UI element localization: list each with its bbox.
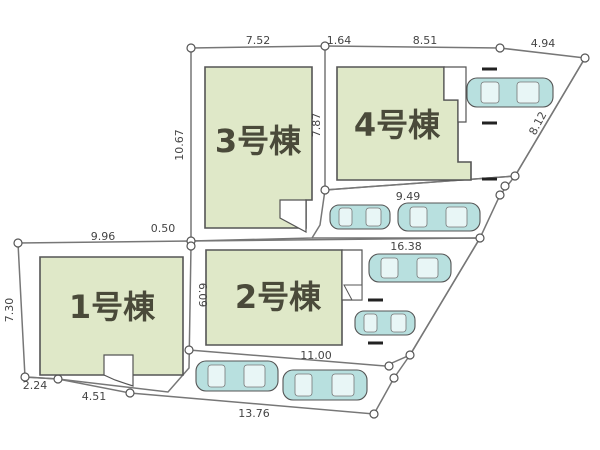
dimension-label: 7.52 xyxy=(246,34,271,47)
dimension-label: 1.64 xyxy=(327,34,352,47)
bottom-boundary xyxy=(24,354,411,415)
node xyxy=(320,185,330,195)
entrance-porch xyxy=(443,66,467,123)
dimension-label: 2.24 xyxy=(23,379,48,392)
node xyxy=(125,388,135,398)
dimension-label: 11.00 xyxy=(300,349,332,362)
node xyxy=(510,171,520,181)
building-4-label: 4号棟 xyxy=(354,106,441,144)
car xyxy=(195,360,279,392)
dimension-label: 4.51 xyxy=(82,390,107,403)
dimension-labels: 7.52 1.64 8.51 4.94 10.67 7.87 8.12 9.49… xyxy=(3,34,555,420)
node xyxy=(186,43,196,53)
dimension-label: 4.94 xyxy=(531,37,556,50)
building-1-label: 1号棟 xyxy=(69,288,156,326)
node xyxy=(500,181,510,191)
dimension-label: 9.96 xyxy=(91,230,116,243)
dimension-label: 9.49 xyxy=(396,190,421,203)
car xyxy=(329,204,391,230)
node xyxy=(13,238,23,248)
entrance-step xyxy=(343,284,363,301)
node xyxy=(369,409,379,419)
node xyxy=(495,190,505,200)
node xyxy=(475,233,485,243)
parking-markers xyxy=(368,67,497,345)
entrance-porch xyxy=(103,354,134,387)
node xyxy=(384,361,394,371)
dimension-label: 13.76 xyxy=(238,407,270,420)
car xyxy=(282,369,368,401)
dimension-label: 8.51 xyxy=(413,34,438,47)
dimension-label: 6.09 xyxy=(196,283,209,308)
dimension-label: 16.38 xyxy=(390,240,422,253)
dimension-label: 7.87 xyxy=(310,113,323,138)
car xyxy=(354,310,416,336)
node xyxy=(186,241,196,251)
boundary-nodes xyxy=(13,41,590,419)
building-1 xyxy=(39,256,184,376)
car xyxy=(397,202,481,232)
node xyxy=(495,43,505,53)
dimension-label: 7.30 xyxy=(3,298,16,323)
node xyxy=(53,374,63,384)
buildings xyxy=(39,66,472,387)
node xyxy=(580,53,590,63)
building-3-label: 3号棟 xyxy=(215,122,302,160)
dimension-label: 10.67 xyxy=(173,129,186,161)
node xyxy=(389,373,399,383)
dimension-label: 0.50 xyxy=(151,222,176,235)
entrance-porch xyxy=(279,199,307,234)
building-2-label: 2号棟 xyxy=(235,278,322,316)
car xyxy=(368,253,452,283)
car xyxy=(466,77,554,108)
building-2 xyxy=(205,249,343,346)
node xyxy=(20,372,30,382)
node xyxy=(320,41,330,51)
cars xyxy=(195,77,554,401)
node xyxy=(405,350,415,360)
node xyxy=(184,345,194,355)
